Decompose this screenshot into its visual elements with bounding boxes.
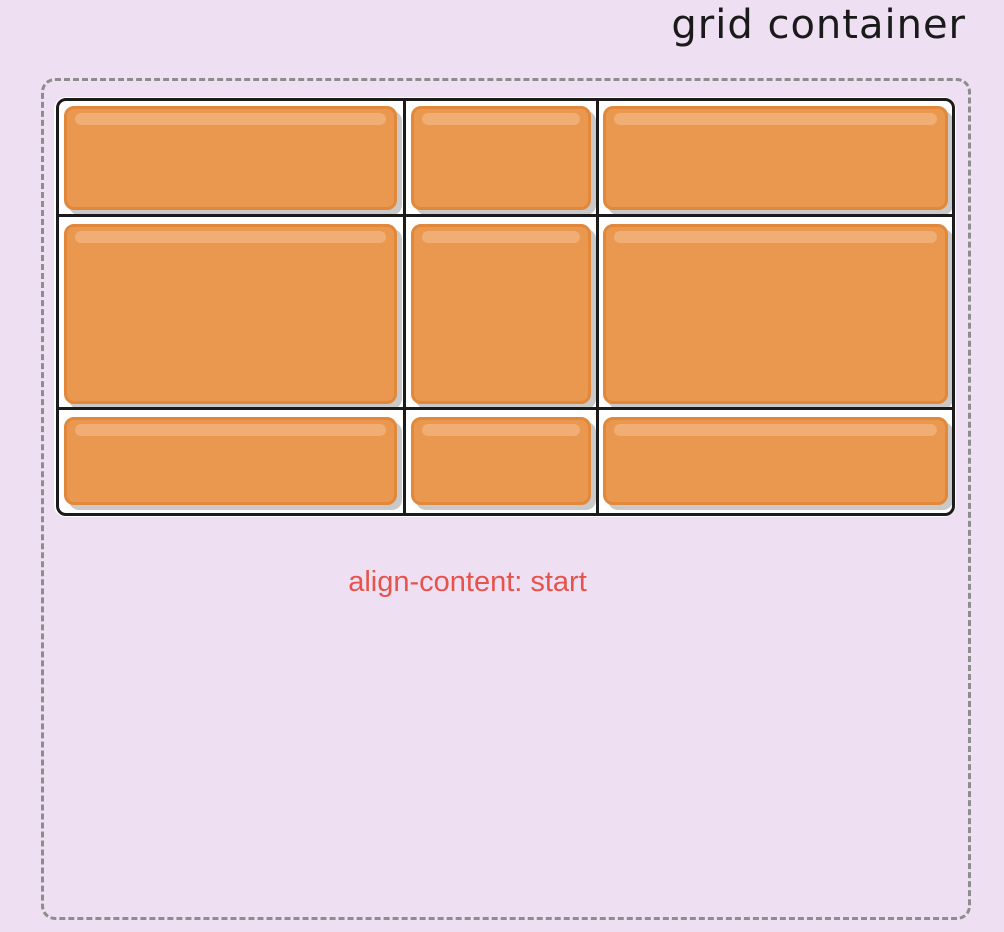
grid-line-vertical (403, 98, 406, 516)
grid-item (411, 106, 591, 210)
grid-item (64, 106, 397, 210)
grid-container-title: grid container (671, 2, 966, 48)
grid-line-horizontal (56, 214, 955, 217)
grid-item (603, 224, 948, 404)
grid-item (64, 417, 397, 505)
grid-item (411, 224, 591, 404)
align-content-caption: align-content: start (348, 566, 587, 598)
grid-line-vertical (596, 98, 599, 516)
grid-item (411, 417, 591, 505)
grid-item (603, 106, 948, 210)
grid-container-outline (41, 78, 971, 920)
grid-item (64, 224, 397, 404)
grid-line-horizontal (56, 407, 955, 410)
grid-border (56, 98, 955, 516)
grid-item (603, 417, 948, 505)
